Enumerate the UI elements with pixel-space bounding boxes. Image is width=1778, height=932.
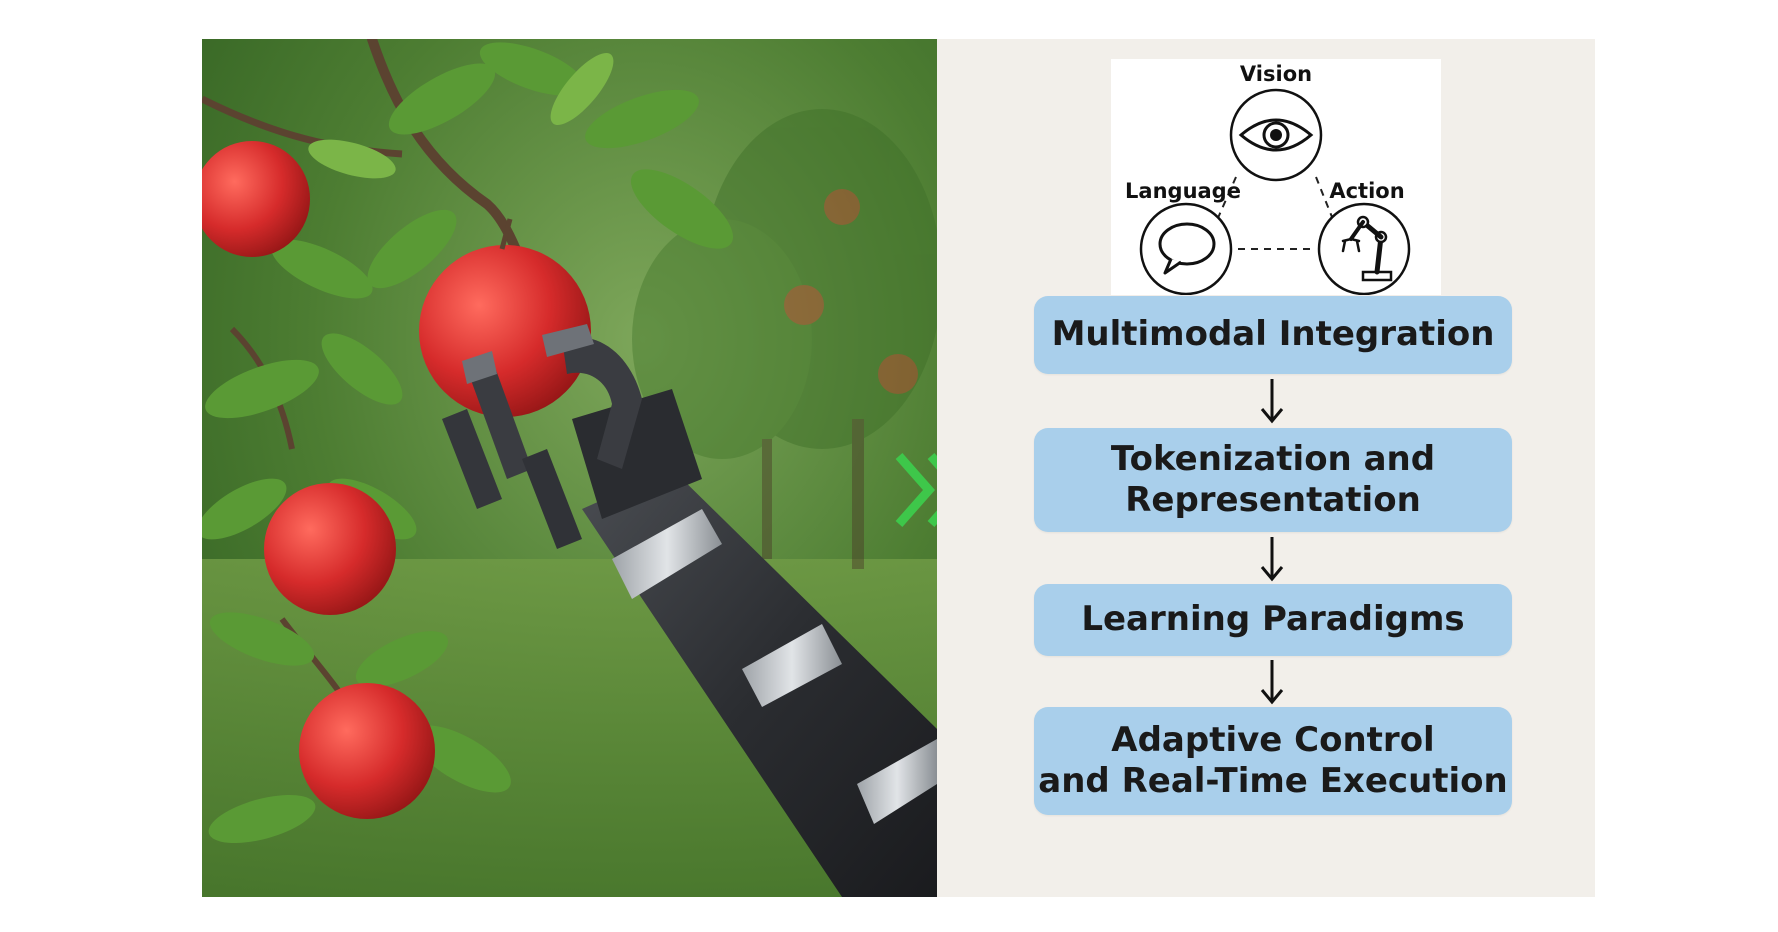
apples [202, 141, 435, 819]
stage-adaptive-control: Adaptive Control and Real-Time Execution [1034, 707, 1512, 815]
held-apple [419, 245, 591, 417]
robot-arm-icon [1317, 202, 1411, 295]
language-label: Language [1125, 179, 1241, 203]
robot-arm [442, 324, 937, 897]
apple-leaves [202, 42, 734, 843]
stage-learning-paradigms: Learning Paradigms [1034, 584, 1512, 656]
background-trees [632, 109, 937, 569]
photo-illustration [202, 39, 937, 897]
diagram-panel: Vision Language Action Multimodal Integr… [937, 39, 1595, 897]
stage-label: Multimodal Integration [1051, 314, 1495, 355]
down-arrow-icon [1260, 537, 1284, 582]
stage-label: Learning Paradigms [1081, 599, 1465, 640]
eye-icon [1229, 88, 1323, 182]
stage-tokenization-representation: Tokenization and Representation [1034, 428, 1512, 532]
stage-label: Adaptive Control and Real-Time Execution [1038, 719, 1508, 801]
stage-multimodal-integration: Multimodal Integration [1034, 296, 1512, 374]
down-arrow-icon [1260, 660, 1284, 705]
stage-label: Tokenization and Representation [1110, 438, 1436, 520]
robot-apple-photo [202, 39, 937, 897]
vision-label: Vision [1239, 62, 1313, 86]
vla-triad-graphic [1139, 88, 1411, 295]
action-label: Action [1329, 179, 1405, 203]
down-arrow-icon [1260, 379, 1284, 424]
vla-triad: Vision Language Action [1111, 59, 1441, 295]
speech-bubble-icon [1139, 202, 1233, 295]
